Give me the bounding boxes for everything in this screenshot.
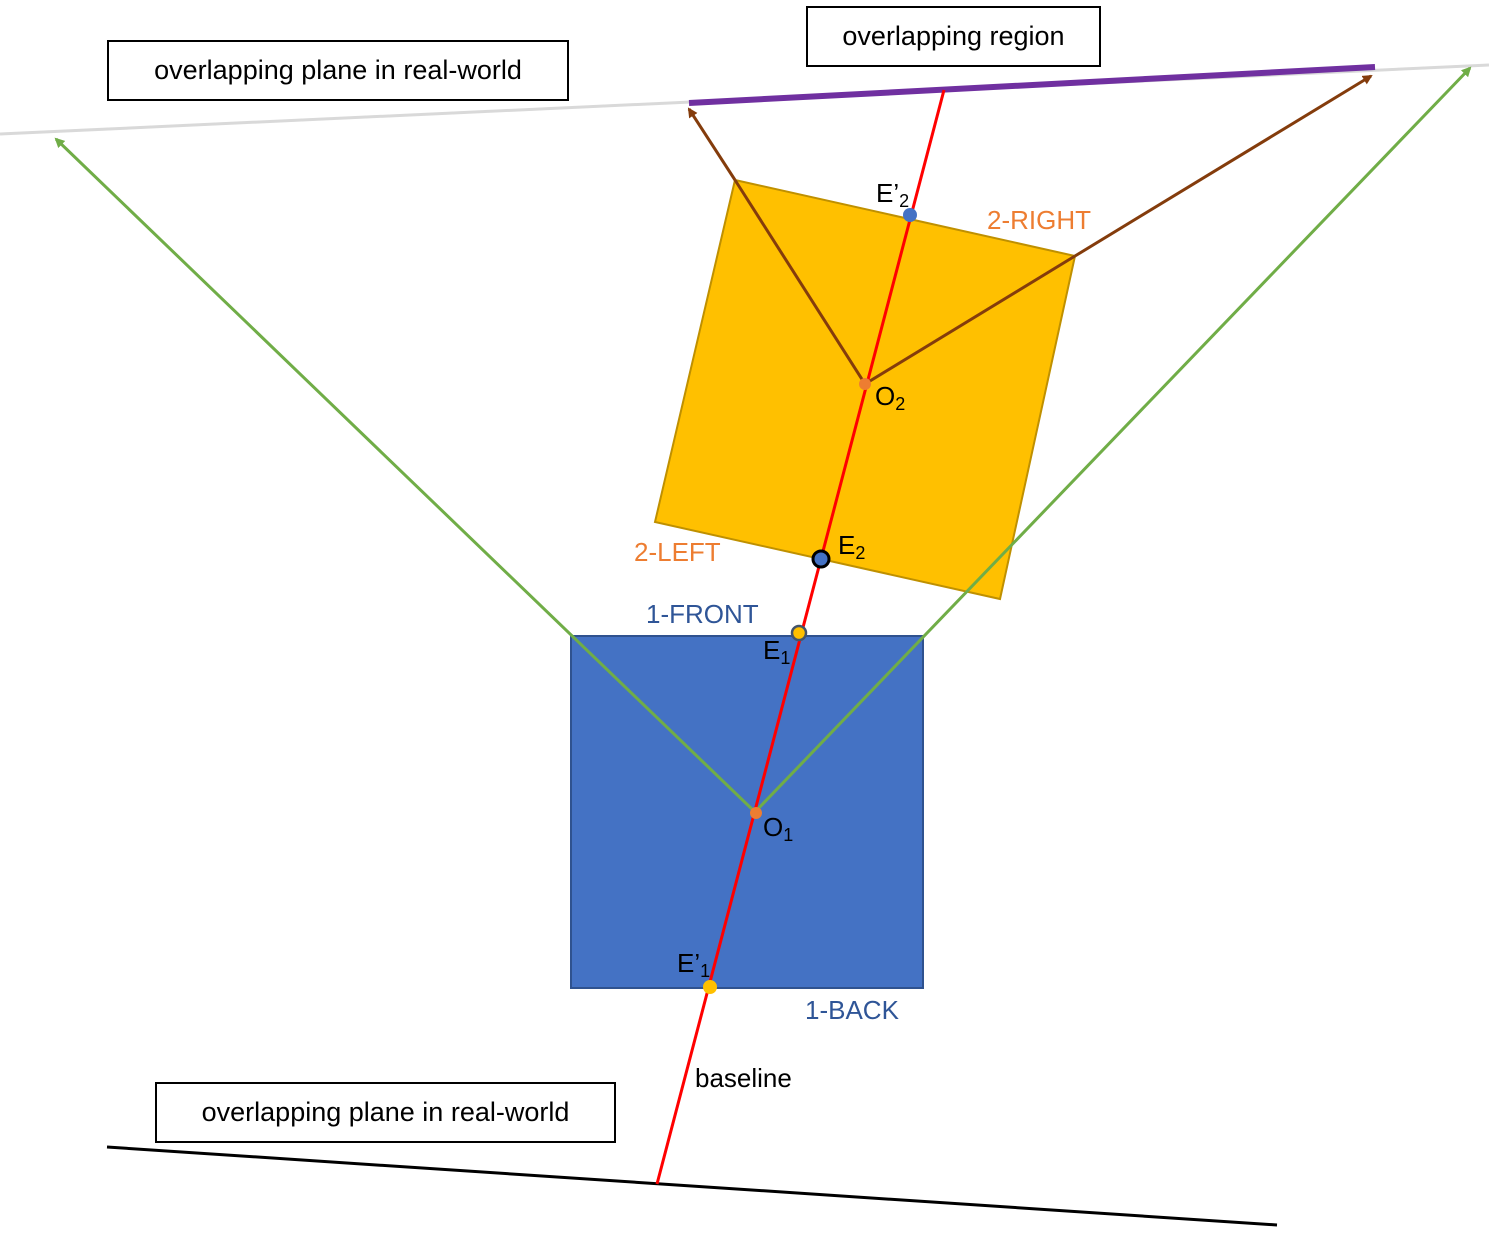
point-O2 xyxy=(859,378,871,390)
overlap-region-label-box: overlapping region xyxy=(806,6,1101,67)
point-O1 xyxy=(750,807,762,819)
label-cam2-left: 2-LEFT xyxy=(634,537,721,567)
point-E1-prime xyxy=(703,980,717,994)
cam1-fov-left-ray xyxy=(54,137,757,814)
bottom-plane-line xyxy=(106,1145,1278,1227)
label-E2-prime: E’2 xyxy=(876,178,909,211)
overlap-region-line xyxy=(688,64,1376,106)
label-cam2-right: 2-RIGHT xyxy=(987,205,1091,235)
point-E1 xyxy=(790,624,808,642)
bottom-plane-label-box: overlapping plane in real-world xyxy=(155,1082,616,1143)
bottom-plane-label: overlapping plane in real-world xyxy=(201,1097,570,1127)
cam2-fov-right-inner xyxy=(864,254,1076,386)
top-plane-label-box: overlapping plane in real-world xyxy=(107,40,569,101)
label-E1-prime: E’1 xyxy=(677,948,710,981)
cam2-fov-left-inner xyxy=(733,179,867,385)
point-E2 xyxy=(811,549,831,569)
cam2-fov-left-ray xyxy=(687,107,737,181)
point-E2-prime xyxy=(903,208,917,222)
cam2-fov-right-ray xyxy=(1074,74,1373,258)
cam1-fov-right-ray xyxy=(753,66,1472,814)
top-plane-label: overlapping plane in real-world xyxy=(154,55,522,85)
label-E1: E1 xyxy=(763,635,790,668)
label-E2: E2 xyxy=(838,530,865,563)
label-cam1-back: 1-BACK xyxy=(805,995,900,1025)
label-cam1-front: 1-FRONT xyxy=(646,599,759,629)
label-baseline: baseline xyxy=(695,1063,792,1093)
overlap-region-label: overlapping region xyxy=(842,21,1065,51)
label-O2: O2 xyxy=(875,381,905,414)
camera1-square xyxy=(570,635,924,989)
label-O1: O1 xyxy=(763,812,793,845)
